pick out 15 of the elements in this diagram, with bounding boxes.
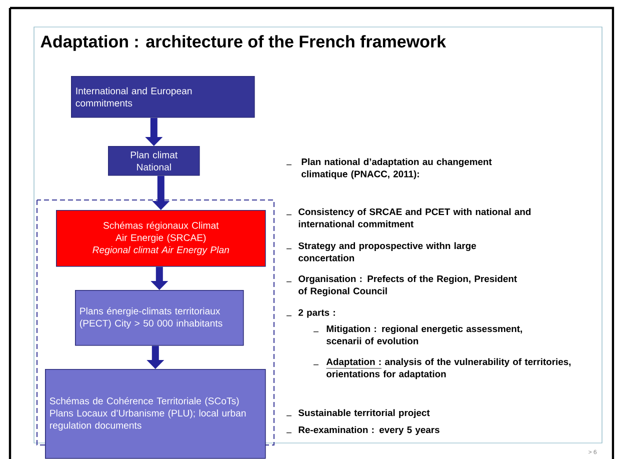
process-box: Schémas de Cohérence Territoriale (SCoTs) Plans Locaux d’Urbanisme (PLU); local urban regulation documents <box>45 369 266 459</box>
bullet-text: Sustainable territorial project <box>298 409 430 418</box>
bullet-text: Strategy and propospective withn large concertation <box>298 242 476 262</box>
title: Adaptation : architecture of the French framework <box>40 35 446 51</box>
bullet-text: Plan national d’adaptation au changement climatique (PNACC, 2011): <box>302 158 492 180</box>
bullet-text: Mitigation : regional energetic assessment, scenarii of evolution <box>326 325 522 344</box>
process-box: Plan climat National <box>108 146 200 176</box>
bullet-text: 2 parts : <box>298 309 335 318</box>
bullet-text: Adaptation : analysis of the vulnerability of territories, orientations for adaptation <box>326 358 571 380</box>
bullet-text: Re-examination : every 5 years <box>298 426 440 435</box>
process-box: Plans énergie-climats territoriaux (PECT) City > 50 000 inhabitants <box>75 290 244 346</box>
process-box: Schémas régionaux Climat Air Energie (SRCAE) Regional climat Air Energy Plan <box>56 210 266 267</box>
bullet-text: Organisation : Prefects of the Region, President of Regional Council <box>298 275 517 296</box>
bullet-text: Consistency of SRCAE and PCET with national and international commitment <box>298 208 530 228</box>
process-box: International and European commitments <box>71 76 255 118</box>
